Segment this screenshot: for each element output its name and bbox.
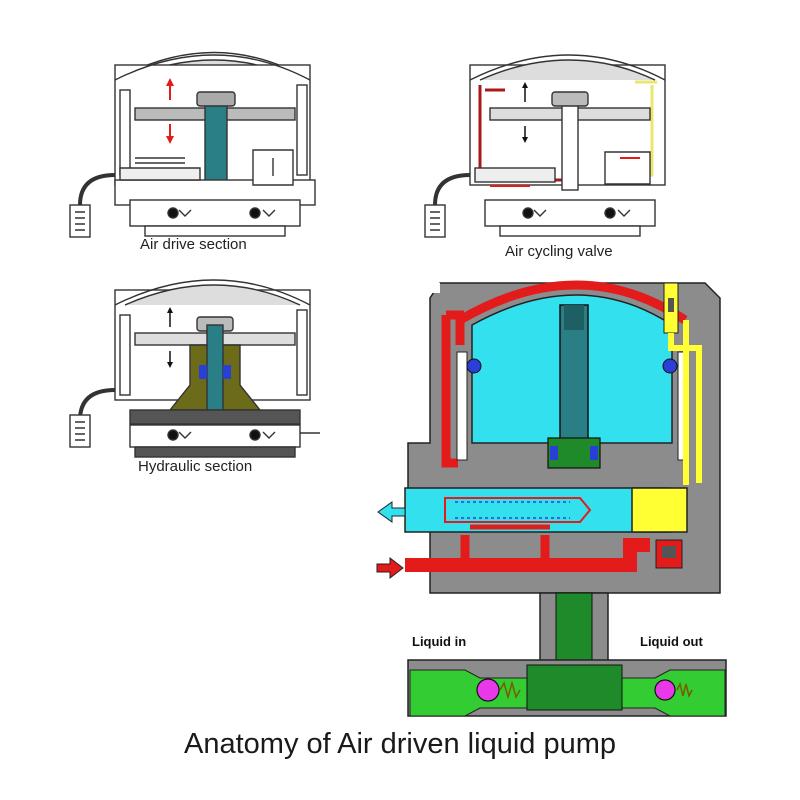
air-drive-diagram <box>69 51 316 238</box>
main-pump-cutaway: Liquid in Liquid out <box>376 280 727 717</box>
air-cycling-diagram <box>424 54 666 238</box>
air-cycling-caption: Air cycling valve <box>505 243 613 260</box>
liquid-out-label: Liquid out <box>640 634 703 649</box>
hydraulic-diagram <box>69 279 320 458</box>
hydraulic-caption: Hydraulic section <box>138 458 253 475</box>
air-drive-caption: Air drive section <box>140 236 247 253</box>
liquid-in-label: Liquid in <box>412 634 466 649</box>
page-title: Anatomy of Air driven liquid pump <box>184 728 616 760</box>
